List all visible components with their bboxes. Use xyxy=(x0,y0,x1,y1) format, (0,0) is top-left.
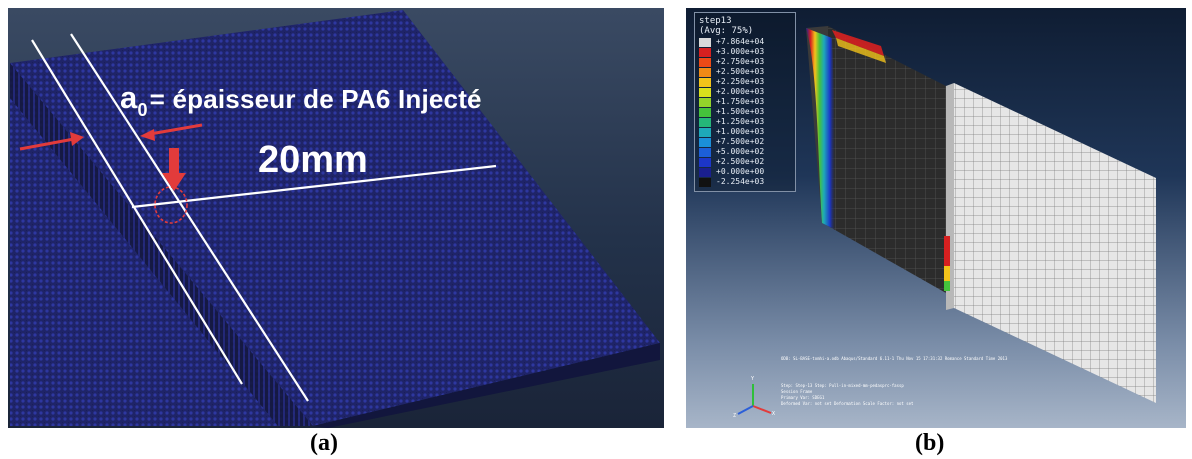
stress-contour-top-2 xyxy=(836,38,886,63)
thickness-label-subscript: 0 xyxy=(137,100,148,120)
legend-value: +7.864e+04 xyxy=(716,37,765,46)
location-arrow-down xyxy=(162,148,186,191)
thickness-arrow-left xyxy=(19,132,84,151)
legend-swatch xyxy=(699,108,711,117)
guide-line-left xyxy=(31,39,243,385)
legend-value: +5.000e+02 xyxy=(716,147,765,156)
caption-b: (b) xyxy=(915,430,945,456)
legend-title-avg: (Avg: 75%) xyxy=(699,26,754,36)
legend-swatch xyxy=(699,128,711,137)
legend-swatch xyxy=(699,98,711,107)
legend-value: +2.500e+02 xyxy=(716,157,765,166)
axis-label-x: X xyxy=(772,411,776,417)
legend-value: +0.000e+00 xyxy=(716,167,765,176)
legend-value: +2.750e+03 xyxy=(716,57,765,66)
thickness-label-text: = épaisseur de PA6 Injecté xyxy=(149,84,482,114)
interface-contour-yellow xyxy=(944,266,950,281)
injected-block-front xyxy=(828,26,946,293)
legend-swatch xyxy=(699,68,711,77)
legend-swatch xyxy=(699,38,711,47)
caption-a: (a) xyxy=(310,430,338,456)
legend-swatch xyxy=(699,178,711,187)
legend-value: +2.500e+03 xyxy=(716,67,765,76)
interface-contour-red xyxy=(944,236,950,266)
legend-value: +2.000e+03 xyxy=(716,87,765,96)
legend-swatch xyxy=(699,138,711,147)
legend-swatch xyxy=(699,148,711,157)
legend-value: +7.500e+02 xyxy=(716,137,765,146)
distance-label: 20mm xyxy=(258,139,368,181)
panel-b-model-drawing xyxy=(737,26,1156,415)
stress-contour-band xyxy=(806,28,836,230)
footer-odb-line: ODB: SL-BASE-tomhi-a.odb Abaqus/Standard… xyxy=(781,356,1008,361)
legend-swatch xyxy=(699,118,711,127)
legend-title-step: step13 xyxy=(699,16,732,26)
stress-contour-top xyxy=(832,30,884,56)
guide-line-right xyxy=(70,33,309,402)
interface-contour-green xyxy=(944,281,950,291)
footer-step-line: Step: Step-13 Step: Pull-in-mixed-mm-ped… xyxy=(781,383,904,388)
thickness-label: a0= épaisseur de PA6 Injecté xyxy=(120,80,482,120)
axis-label-z: Z xyxy=(733,413,737,419)
legend-value: +1.250e+03 xyxy=(716,117,765,126)
contour-legend: step13 (Avg: 75%) +7.864e+04+3.000e+03+2… xyxy=(694,12,796,192)
plate-side-face xyxy=(10,63,313,426)
legend-value: +1.500e+03 xyxy=(716,107,765,116)
footer-deformed-var: Deformed Var: not set Deformation Scale … xyxy=(781,401,914,406)
footer-primary-var: Primary Var: SDEG1 xyxy=(781,395,825,400)
guide-line-horizontal xyxy=(131,164,497,209)
plate-top-face xyxy=(10,10,660,426)
legend-swatch xyxy=(699,78,711,87)
thickness-arrow-right xyxy=(140,123,203,141)
legend-value: +1.000e+03 xyxy=(716,127,765,136)
plate-front-edge xyxy=(313,343,660,428)
panel-b-simulation-image: step13 (Avg: 75%) +7.864e+04+3.000e+03+2… xyxy=(686,8,1186,428)
location-circle xyxy=(154,186,188,224)
substrate-plate xyxy=(954,83,1156,403)
legend-value: +1.750e+03 xyxy=(716,97,765,106)
panel-a-plate-drawing xyxy=(10,10,660,428)
thickness-label-symbol: a xyxy=(120,80,138,115)
panel-a-mesh-image: a0= épaisseur de PA6 Injecté 20mm xyxy=(8,8,664,428)
legend-swatch xyxy=(699,48,711,57)
legend-swatch xyxy=(699,88,711,97)
legend-swatch xyxy=(699,168,711,177)
axis-label-y: Y xyxy=(751,376,755,382)
legend-value: +2.250e+03 xyxy=(716,77,765,86)
axis-triad xyxy=(737,384,772,415)
legend-swatch xyxy=(699,58,711,67)
legend-value: +3.000e+03 xyxy=(716,47,765,56)
legend-swatch xyxy=(699,158,711,167)
legend-value: -2.254e+03 xyxy=(716,177,765,186)
footer-frame-line: Session Frame xyxy=(781,389,813,394)
